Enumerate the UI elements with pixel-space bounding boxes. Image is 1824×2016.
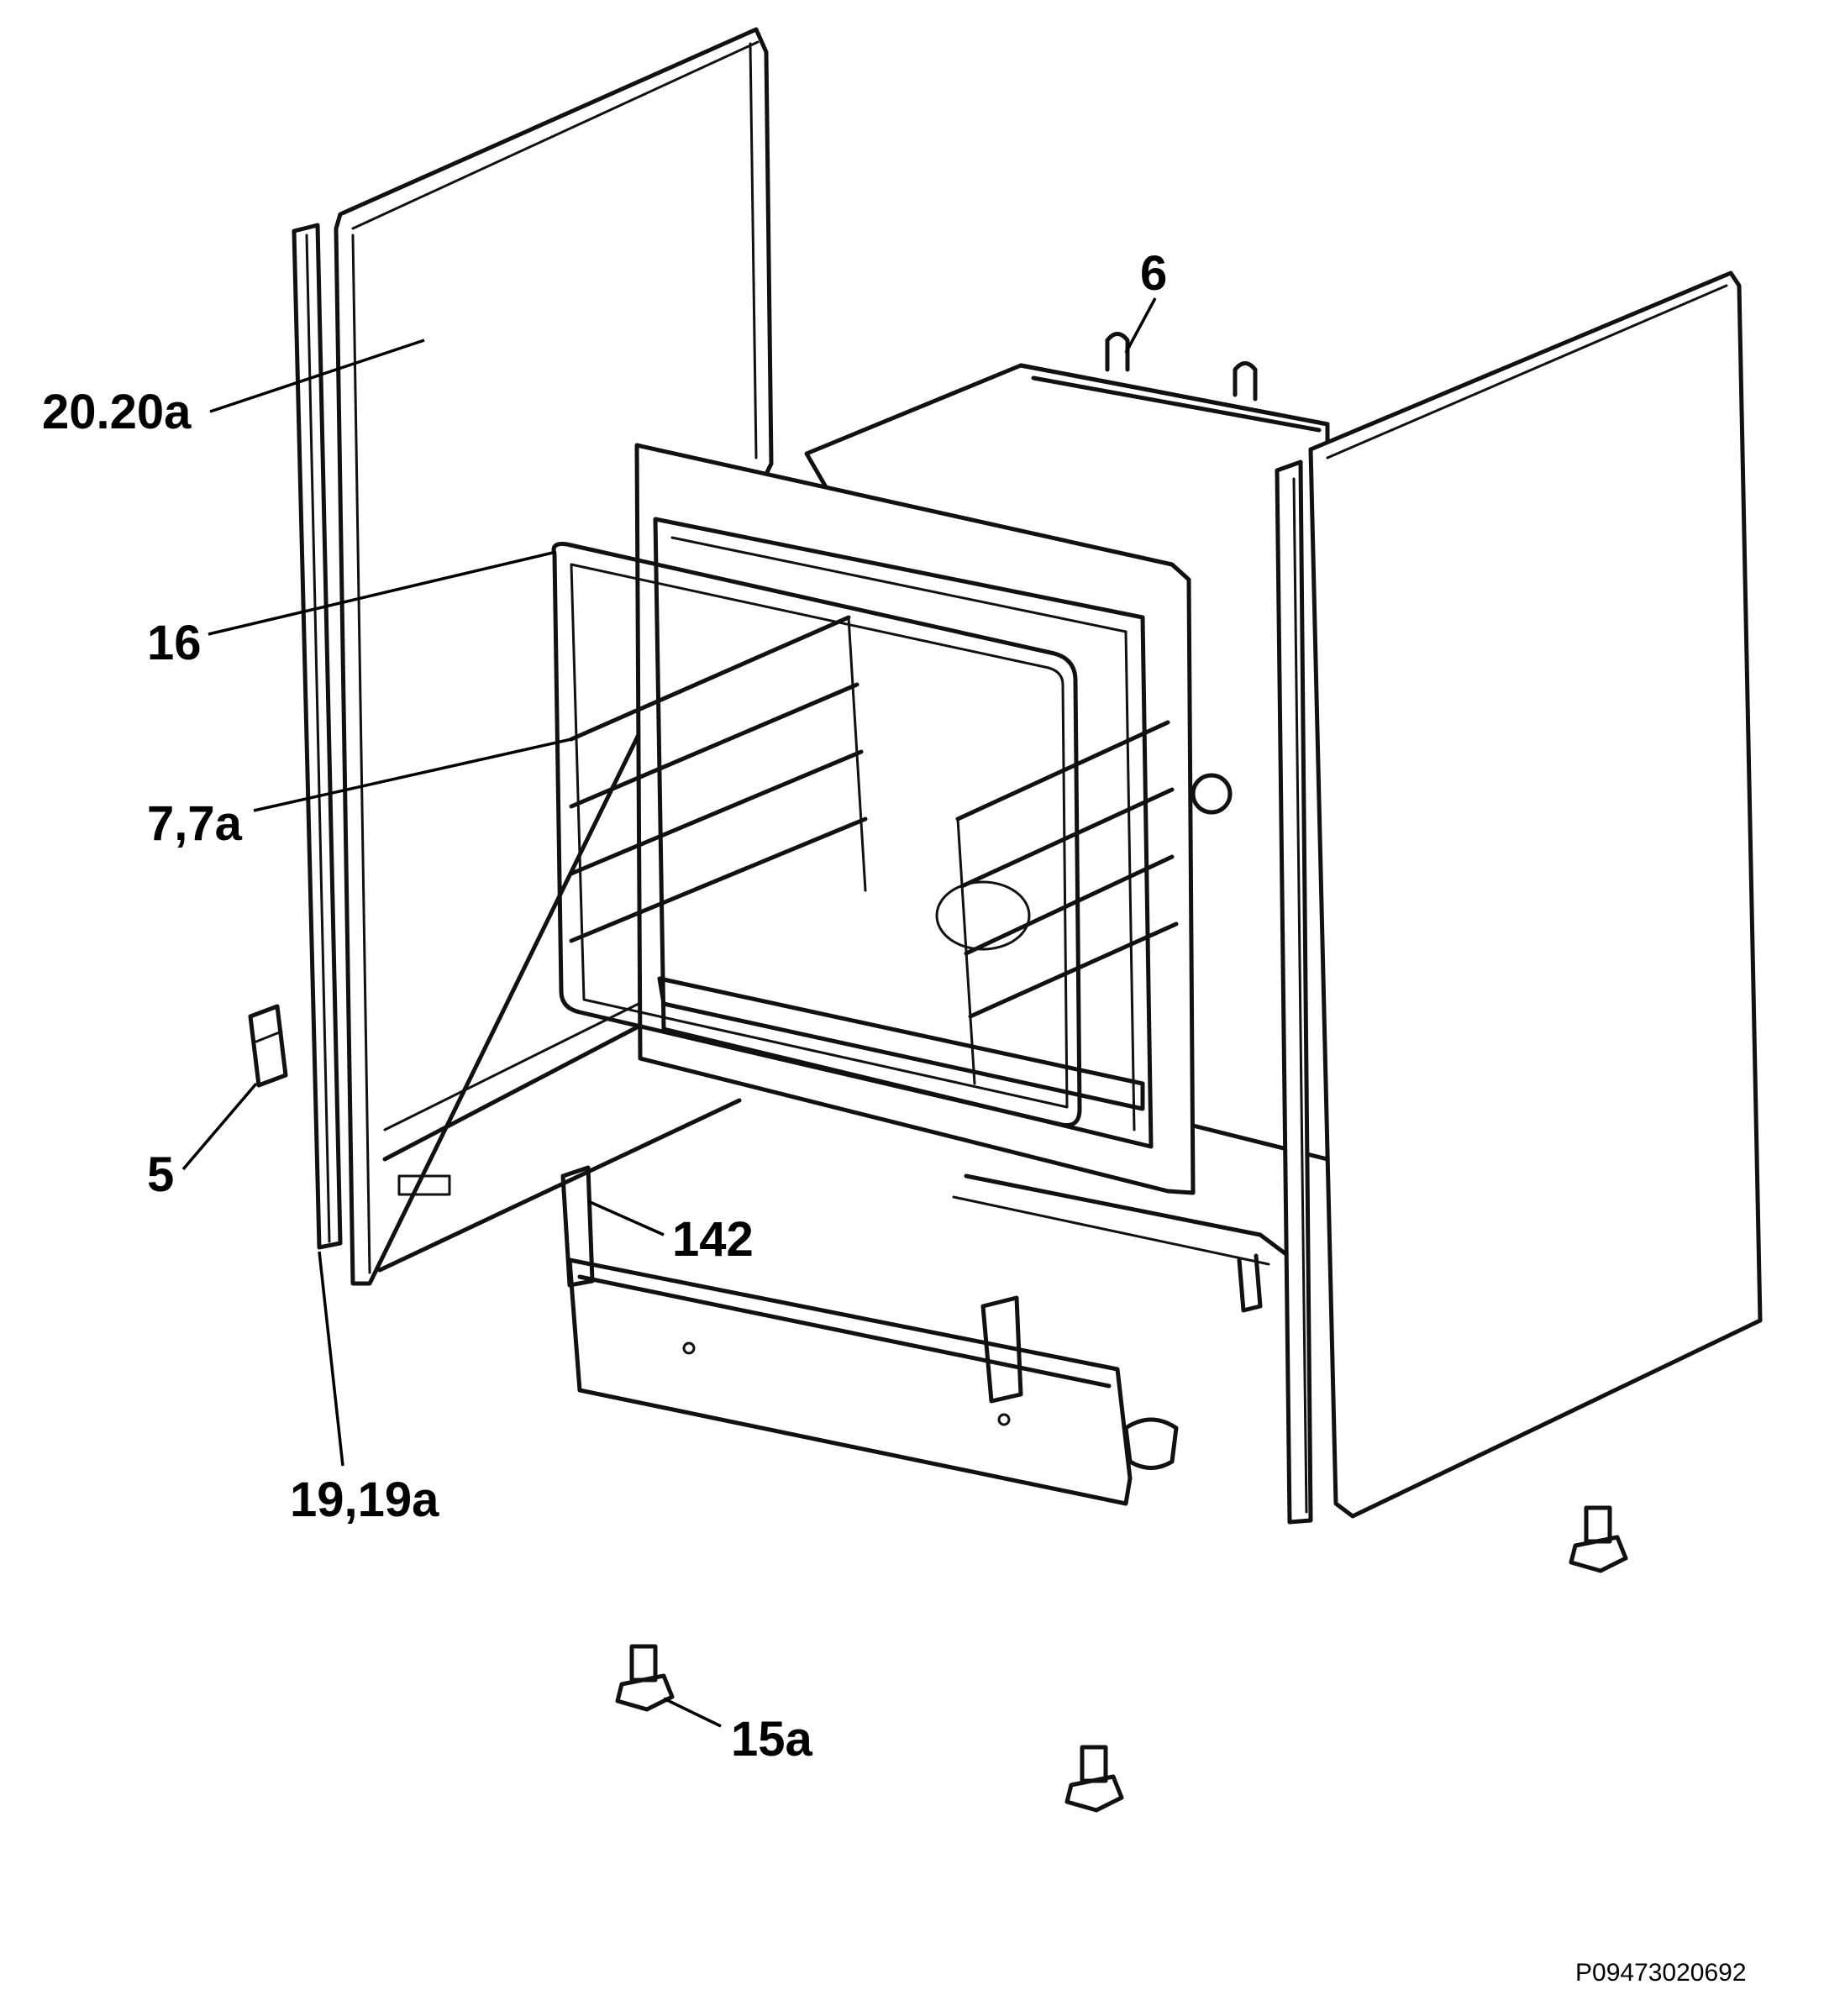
- label-shelf-supports: 7,7a: [147, 796, 243, 851]
- label-bracket: 5: [147, 1147, 174, 1202]
- leader-lines: [181, 297, 1157, 1728]
- label-oven-seal: 16: [147, 616, 202, 670]
- foot-right: [1569, 1505, 1628, 1573]
- side-strip-part: [292, 223, 343, 1250]
- oven-front-frame: [634, 443, 1233, 1195]
- label-door-glass: 20.20a: [42, 385, 192, 439]
- leader-hinge-clip: [1124, 297, 1157, 354]
- leader-shelf-supports: [253, 738, 572, 812]
- leader-kick-plate: [587, 1200, 665, 1236]
- label-kick-plate: 142: [672, 1212, 754, 1267]
- leader-bracket: [181, 1082, 258, 1171]
- label-hinge-clip: 6: [1140, 246, 1167, 301]
- label-side-strip: 19,19a: [290, 1473, 439, 1527]
- leader-oven-seal: [208, 550, 557, 636]
- leader-feet: [663, 1697, 722, 1728]
- shelf-supports: [569, 615, 1179, 1085]
- foot-left: [615, 1644, 675, 1712]
- bottom-rails: [657, 976, 1296, 1313]
- oven-door-seal: [551, 542, 1082, 1127]
- foot-middle: [1064, 1745, 1124, 1813]
- label-feet: 15a: [731, 1712, 813, 1767]
- leader-door-glass: [209, 339, 425, 413]
- kick-plate: [560, 1165, 1179, 1506]
- leader-side-strip: [318, 1251, 344, 1467]
- adjustable-feet: [615, 1505, 1628, 1813]
- bracket-part: [248, 1004, 288, 1088]
- reference-code: P09473020692: [1575, 1959, 1747, 1987]
- right-side-panel: [1275, 270, 1763, 1525]
